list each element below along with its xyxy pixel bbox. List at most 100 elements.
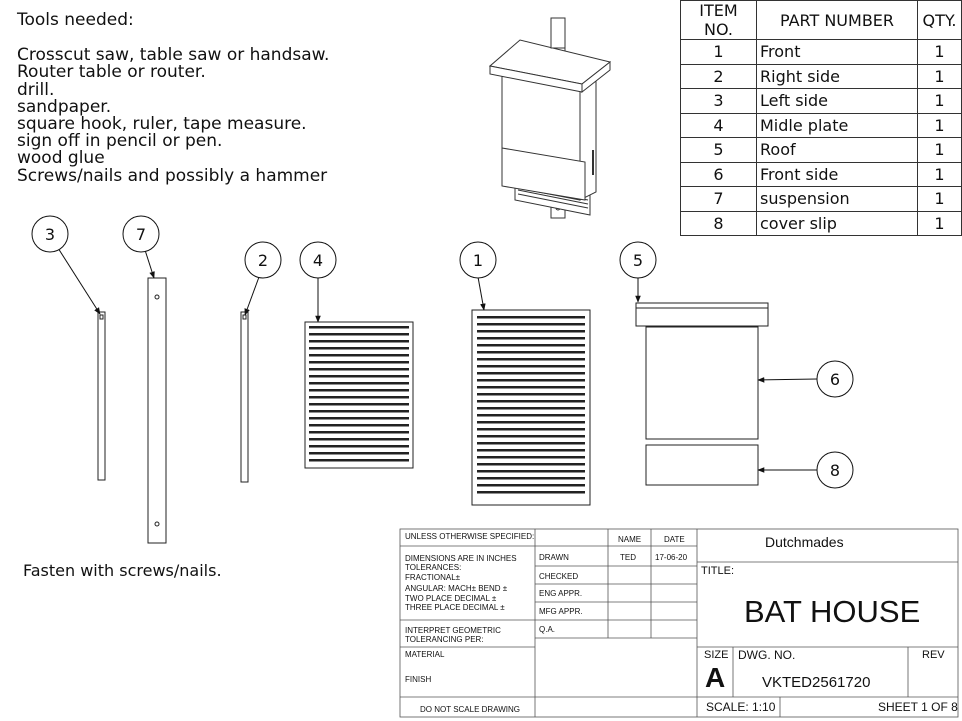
slot-line: [309, 382, 409, 385]
tb-rev-label: REV: [922, 649, 945, 661]
tb-drawn: DRAWN: [539, 553, 569, 562]
slot-line: [309, 396, 409, 399]
tb-sheet: SHEET 1 OF 8: [878, 700, 958, 714]
tb-size-label: SIZE: [704, 649, 729, 661]
slot-line: [477, 491, 585, 494]
title-block-lines: [399, 528, 959, 718]
tb-tolerancing: TOLERANCING PER:: [405, 635, 484, 644]
slot-line: [309, 389, 409, 392]
bom-qty: 1: [917, 63, 962, 89]
slot-line: [309, 340, 409, 343]
part-right-side: [240, 311, 249, 483]
tb-unless: UNLESS OTHERWISE SPECIFIED:: [405, 532, 535, 541]
tb-two-place: TWO PLACE DECIMAL ±: [405, 594, 497, 603]
tool-item: Crosscut saw, table saw or handsaw.: [17, 45, 330, 66]
tb-drawn-date: 17-06-20: [655, 553, 688, 562]
bom-item: 2: [680, 63, 757, 89]
slot-line: [477, 365, 585, 368]
part-suspension: [147, 277, 167, 544]
tb-do-not-scale: DO NOT SCALE DRAWING: [420, 705, 521, 714]
slot-line: [309, 326, 409, 329]
bom-header: ITEM NO.: [680, 0, 757, 40]
tool-item: wood glue: [17, 148, 105, 169]
part-middle-plate: [304, 321, 414, 469]
slot-line: [309, 417, 409, 420]
slot-line: [477, 351, 585, 354]
slot-line: [309, 424, 409, 427]
bom-qty: 1: [917, 88, 962, 114]
tb-eng-appr: ENG APPR.: [539, 589, 583, 598]
bom-part: Front: [756, 39, 918, 65]
slot-line: [477, 435, 585, 438]
slot-line: [477, 323, 585, 326]
slot-line: [477, 449, 585, 452]
tb-dwg-number: VKTED2561720: [762, 674, 871, 691]
slot-line: [477, 428, 585, 431]
balloon-label: 5: [633, 251, 643, 270]
part-roof: [635, 302, 769, 327]
tb-tolerances: TOLERANCES:: [405, 563, 462, 572]
slot-line: [477, 470, 585, 473]
slot-line: [477, 421, 585, 424]
tb-angular: ANGULAR: MACH± BEND ±: [405, 584, 508, 593]
slot-line: [309, 438, 409, 441]
slot-line: [477, 316, 585, 319]
part-cover-slip: [645, 444, 759, 486]
tb-scale: SCALE: 1:10: [706, 700, 776, 714]
slot-line: [309, 410, 409, 413]
slot-line: [309, 368, 409, 371]
slot-line: [477, 484, 585, 487]
slot-line: [477, 414, 585, 417]
bom-item: 3: [680, 88, 757, 114]
isometric-assembly: [488, 17, 612, 219]
balloon-label: 7: [136, 225, 146, 244]
tool-item: drill.: [17, 79, 55, 100]
slot-line: [309, 361, 409, 364]
slot-line: [477, 372, 585, 375]
tools-heading: Tools needed:: [17, 10, 134, 30]
tb-three-place: THREE PLACE DECIMAL ±: [405, 603, 505, 612]
bom-header-row: ITEM NO. PART NUMBER QTY.: [680, 0, 962, 40]
tb-title: BAT HOUSE: [744, 594, 921, 629]
tb-drawn-name: TED: [620, 553, 636, 562]
part-front-side: [645, 326, 759, 440]
bom-item: 1: [680, 39, 757, 65]
bom-item: 6: [680, 161, 757, 187]
part-front: [471, 309, 591, 506]
tool-item: square hook, ruler, tape measure.: [17, 114, 307, 135]
slot-line: [309, 403, 409, 406]
slot-line: [477, 330, 585, 333]
tool-item: Screws/nails and possibly a hammer: [17, 165, 328, 186]
slot-line: [309, 375, 409, 378]
balloon: 2: [244, 241, 282, 279]
balloon-label: 3: [45, 225, 55, 244]
tool-item: sandpaper.: [17, 96, 112, 117]
tb-dwg-label: DWG. NO.: [738, 648, 796, 662]
balloon: 8: [816, 451, 854, 489]
tb-title-label: TITLE:: [701, 565, 735, 577]
slot-line: [477, 407, 585, 410]
fasten-note: Fasten with screws/nails.: [23, 561, 222, 580]
tb-finish: FINISH: [405, 675, 432, 684]
tb-qa: Q.A.: [539, 625, 556, 634]
bom-qty: 1: [917, 137, 962, 163]
bom-part: cover slip: [756, 210, 918, 236]
slot-line: [309, 431, 409, 434]
bom-qty: 1: [917, 161, 962, 187]
tool-item: sign off in pencil or pen.: [17, 131, 223, 152]
tb-fractional: FRACTIONAL±: [405, 573, 461, 582]
balloon: 6: [816, 360, 854, 398]
bom-part: Midle plate: [756, 112, 918, 138]
slot-line: [477, 379, 585, 382]
balloon-label: 1: [473, 251, 483, 270]
slot-line: [477, 477, 585, 480]
tb-company: Dutchmades: [765, 534, 844, 550]
balloon-label: 2: [258, 251, 268, 270]
bom-part: Front side: [756, 161, 918, 187]
slot-line: [477, 456, 585, 459]
